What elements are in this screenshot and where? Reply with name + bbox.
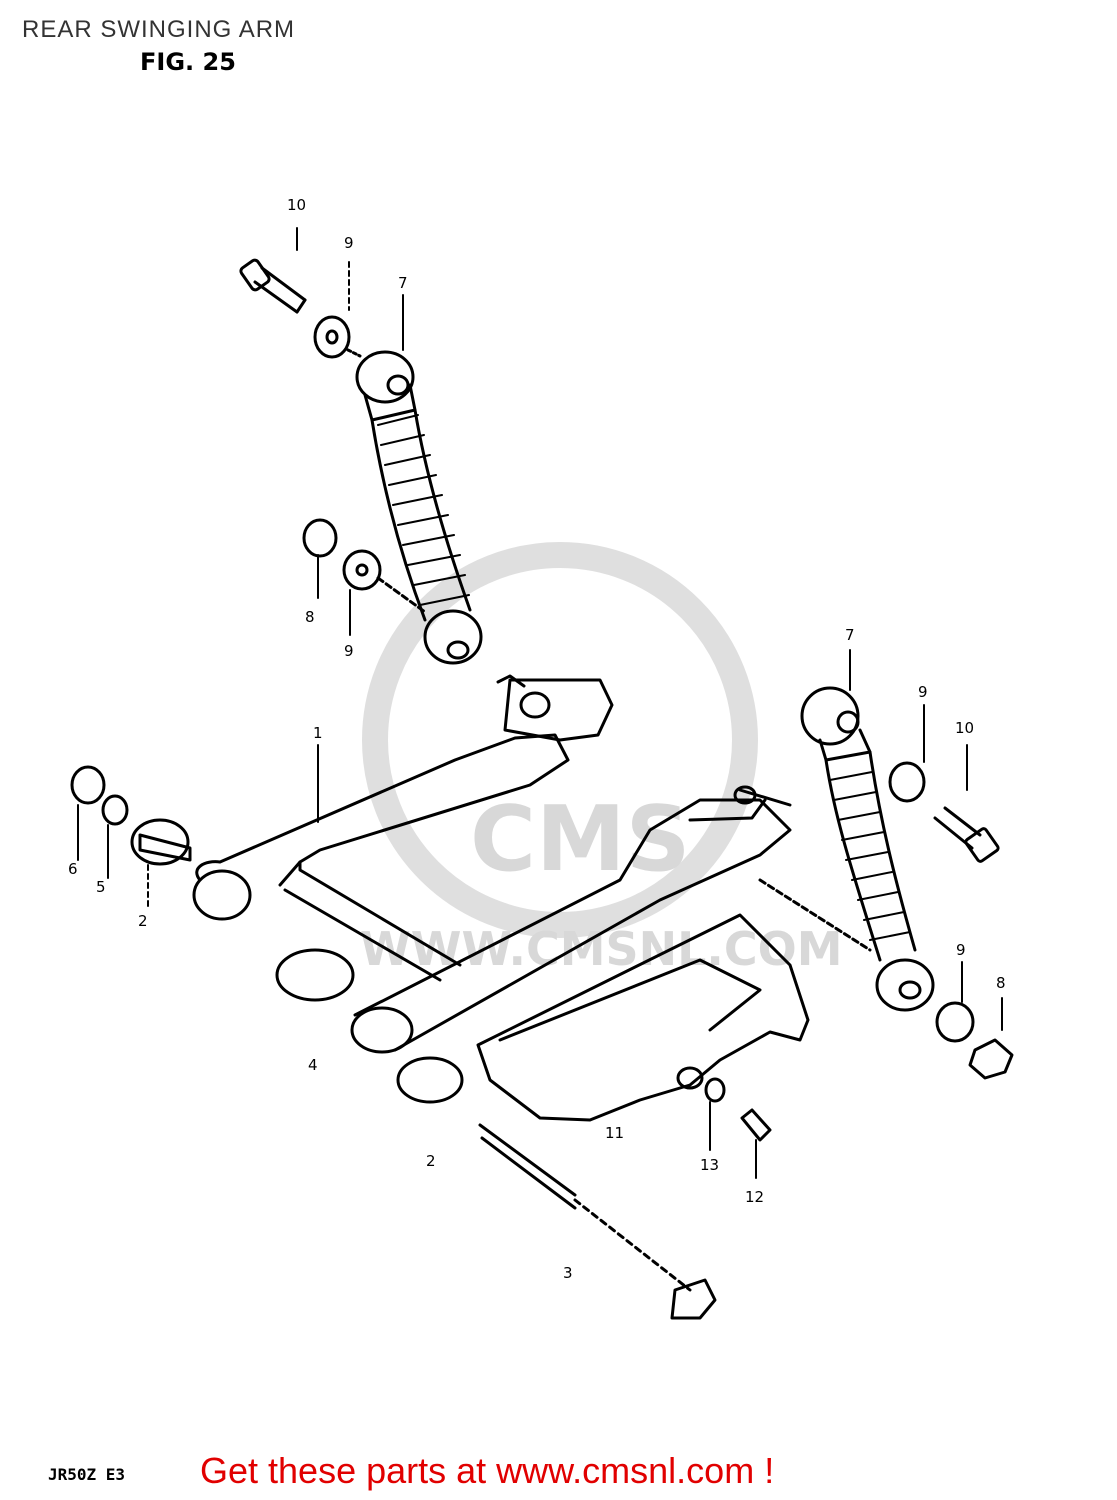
figure-number: FIG. 25 <box>140 48 236 76</box>
watermark-logo: CMS <box>470 787 690 892</box>
washer-upper-left <box>313 315 351 359</box>
callout-9-upper-right: 9 <box>918 683 928 701</box>
callout-9-mid-left: 9 <box>344 642 354 660</box>
bolt-upper-left <box>239 258 307 314</box>
callout-8-mid-left: 8 <box>305 608 315 626</box>
callout-2-upper: 2 <box>138 912 148 930</box>
callout-10-right: 10 <box>955 719 974 737</box>
washer-upper-right <box>888 761 926 803</box>
bushing-4 <box>275 948 355 1002</box>
bushing-2 <box>138 833 192 862</box>
callout-9-lower-right: 9 <box>956 941 966 959</box>
callout-5: 5 <box>96 878 106 896</box>
callout-2-lower: 2 <box>426 1152 436 1170</box>
callout-3: 3 <box>563 1264 573 1282</box>
callout-1: 1 <box>313 724 323 742</box>
watermark-url: WWW.CMSNL.COM <box>360 922 843 976</box>
callout-4: 4 <box>308 1056 318 1074</box>
cta-link[interactable]: Get these parts at www.cmsnl.com ! <box>200 1450 775 1491</box>
leader-lines <box>77 227 1003 1179</box>
nut-mid-left <box>302 518 338 558</box>
bushing-lower <box>396 1056 464 1104</box>
page-title: REAR SWINGING ARM <box>22 16 296 43</box>
shock-absorber-right <box>758 686 935 1012</box>
bolt-upper-right <box>933 806 1000 863</box>
callout-9-upper-left: 9 <box>344 234 354 252</box>
callout-labels: 10 9 7 8 9 7 9 10 1 6 5 2 4 9 8 11 13 12… <box>68 196 1006 1282</box>
bracket-lower <box>476 913 810 1122</box>
shock-absorber-left <box>355 350 483 665</box>
swing-arm <box>192 674 792 1054</box>
callout-7-upper-left: 7 <box>398 274 408 292</box>
nut-6 <box>70 765 106 805</box>
watermark: CMS WWW.CMSNL.COM <box>360 542 843 976</box>
nut-lower-right <box>968 1038 1014 1080</box>
pivot-bolt <box>478 1123 717 1320</box>
callout-8-lower-right: 8 <box>996 974 1006 992</box>
watermark-ring <box>362 542 758 938</box>
washer-lower-right <box>935 1001 975 1043</box>
callout-7-right: 7 <box>845 626 855 644</box>
bolt-12 <box>740 1108 772 1142</box>
callout-11: 11 <box>605 1124 624 1142</box>
diagram-code: JR50Z E3 <box>48 1465 126 1484</box>
washer-mid-left <box>342 549 382 591</box>
callout-6: 6 <box>68 860 78 878</box>
callout-10-upper-left: 10 <box>287 196 306 214</box>
callout-13: 13 <box>700 1156 719 1174</box>
washer-5 <box>101 794 129 826</box>
callout-12: 12 <box>745 1188 764 1206</box>
washer-13 <box>704 1077 726 1103</box>
